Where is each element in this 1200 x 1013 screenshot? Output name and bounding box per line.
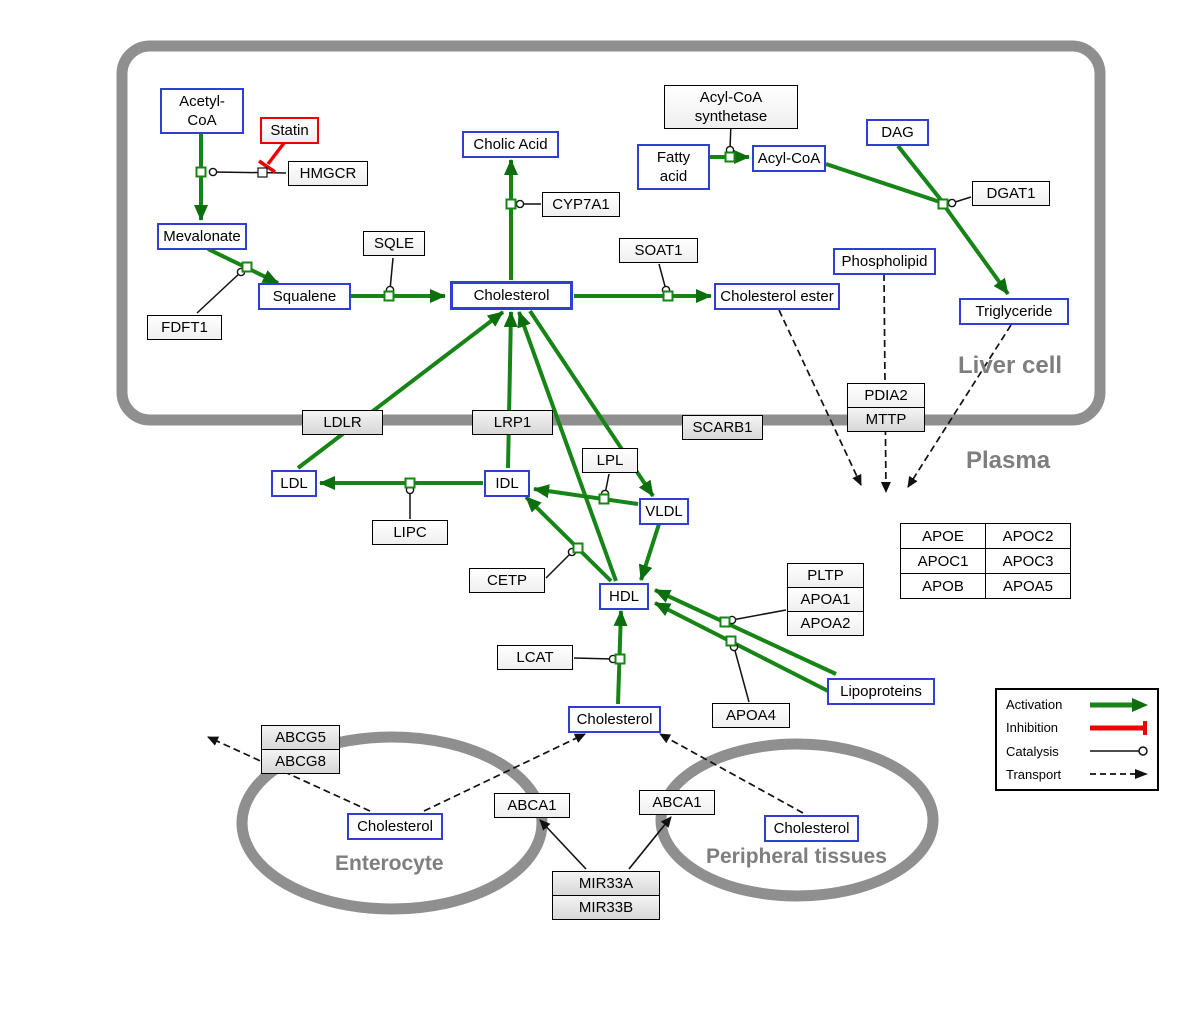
gene-pltp[interactable]: PLTP — [787, 563, 864, 588]
gene-apoa4[interactable]: APOA4 — [712, 703, 790, 728]
gene-apoa1[interactable]: APOA1 — [787, 587, 864, 612]
metabolite-idl[interactable]: IDL — [484, 470, 530, 497]
metabolite-fatty-acid[interactable]: Fatty acid — [637, 144, 710, 190]
metabolite-lipoproteins[interactable]: Lipoproteins — [827, 678, 935, 705]
gene-apob[interactable]: APOB — [900, 573, 986, 599]
gene-dgat1[interactable]: DGAT1 — [972, 181, 1050, 206]
legend-catalysis-label: Catalysis — [1006, 743, 1059, 759]
gene-scarb1[interactable]: SCARB1 — [682, 415, 763, 440]
metabolite-cholesterol-plasma[interactable]: Cholesterol — [568, 706, 661, 733]
liver-cell-label: Liver cell — [958, 352, 1063, 379]
apolipoprotein-table: APOE APOC2 APOC1 APOC3 APOB APOA5 — [900, 523, 1071, 599]
metabolite-cholic-acid[interactable]: Cholic Acid — [462, 131, 559, 158]
legend-inhibition-label: Inhibition — [1006, 720, 1059, 736]
gene-fdft1[interactable]: FDFT1 — [147, 315, 222, 340]
gene-abca1-enterocyte[interactable]: ABCA1 — [494, 793, 570, 818]
gene-apoc3[interactable]: APOC3 — [985, 548, 1071, 574]
metabolite-ldl[interactable]: LDL — [271, 470, 317, 497]
inhibition-edge-statin — [258, 141, 286, 174]
gene-cyp7a1[interactable]: CYP7A1 — [542, 192, 620, 217]
transport-dashed-arrow-icon — [1090, 769, 1148, 780]
inhibition-tbar-icon — [1090, 720, 1147, 735]
legend-catalysis: Catalysis — [1006, 744, 1148, 759]
metabolite-vldl[interactable]: VLDL — [639, 498, 689, 525]
gene-ldlr[interactable]: LDLR — [302, 410, 383, 435]
enterocyte-label: Enterocyte — [335, 852, 444, 875]
metabolite-dag[interactable]: DAG — [866, 119, 929, 146]
metabolite-cholesterol-ester[interactable]: Cholesterol ester — [714, 283, 840, 310]
gene-acyl-coa-synthetase[interactable]: Acyl-CoA synthetase — [664, 85, 798, 129]
metabolite-cholesterol-peripheral[interactable]: Cholesterol — [764, 815, 859, 842]
metabolite-acyl-coa[interactable]: Acyl-CoA — [752, 145, 826, 172]
gene-abca1-peripheral[interactable]: ABCA1 — [639, 790, 715, 815]
metabolite-cholesterol-liver[interactable]: Cholesterol — [450, 281, 573, 310]
metabolite-acetyl-coa[interactable]: Acetyl-CoA — [160, 88, 244, 134]
gene-abcg8[interactable]: ABCG8 — [261, 749, 340, 774]
gene-mir33b[interactable]: MIR33B — [552, 895, 660, 920]
gene-apoc1[interactable]: APOC1 — [900, 548, 986, 574]
gene-apoe[interactable]: APOE — [900, 523, 986, 549]
metabolite-cholesterol-enterocyte[interactable]: Cholesterol — [347, 813, 443, 840]
gene-pdia2[interactable]: PDIA2 — [847, 383, 925, 408]
gene-mttp[interactable]: MTTP — [847, 407, 925, 432]
peripheral-tissues-label: Peripheral tissues — [706, 845, 887, 868]
legend-activation-label: Activation — [1006, 697, 1063, 712]
gene-abcg5[interactable]: ABCG5 — [261, 725, 340, 750]
transport-edges — [207, 273, 1012, 814]
legend-transport-label: Transport — [1006, 766, 1062, 782]
gene-apoa5[interactable]: APOA5 — [985, 573, 1071, 599]
metabolite-mevalonate[interactable]: Mevalonate — [157, 223, 247, 250]
activation-edges — [194, 114, 1010, 705]
gene-cetp[interactable]: CETP — [469, 568, 545, 593]
mir33-edges — [539, 816, 672, 870]
gene-lrp1[interactable]: LRP1 — [472, 410, 553, 435]
plasma-label: Plasma — [966, 447, 1051, 474]
legend: Activation Inhibition Catalysis Transpor… — [995, 688, 1159, 791]
metabolite-triglyceride[interactable]: Triglyceride — [959, 298, 1069, 325]
liver-cell-membrane — [116, 40, 1106, 426]
drug-statin[interactable]: Statin — [260, 117, 319, 144]
gene-mir33a[interactable]: MIR33A — [552, 871, 660, 896]
catalysis-circle-icon — [1090, 746, 1148, 756]
anchor-node — [257, 167, 268, 178]
gene-hmgcr[interactable]: HMGCR — [288, 161, 368, 186]
gene-apoc2[interactable]: APOC2 — [985, 523, 1071, 549]
activation-arrow-icon — [1090, 697, 1148, 712]
gene-lpl[interactable]: LPL — [582, 448, 638, 473]
gene-sqle[interactable]: SQLE — [363, 231, 425, 256]
legend-transport: Transport — [1006, 767, 1148, 782]
gene-soat1[interactable]: SOAT1 — [619, 238, 698, 263]
reaction-nodes — [195, 151, 949, 665]
metabolite-phospholipid[interactable]: Phospholipid — [833, 248, 936, 275]
legend-activation: Activation — [1006, 697, 1148, 712]
gene-lipc[interactable]: LIPC — [372, 520, 448, 545]
gene-lcat[interactable]: LCAT — [497, 645, 573, 670]
legend-inhibition: Inhibition — [1006, 720, 1148, 735]
metabolite-squalene[interactable]: Squalene — [258, 283, 351, 310]
metabolite-hdl[interactable]: HDL — [599, 583, 649, 610]
gene-apoa2[interactable]: APOA2 — [787, 611, 864, 636]
